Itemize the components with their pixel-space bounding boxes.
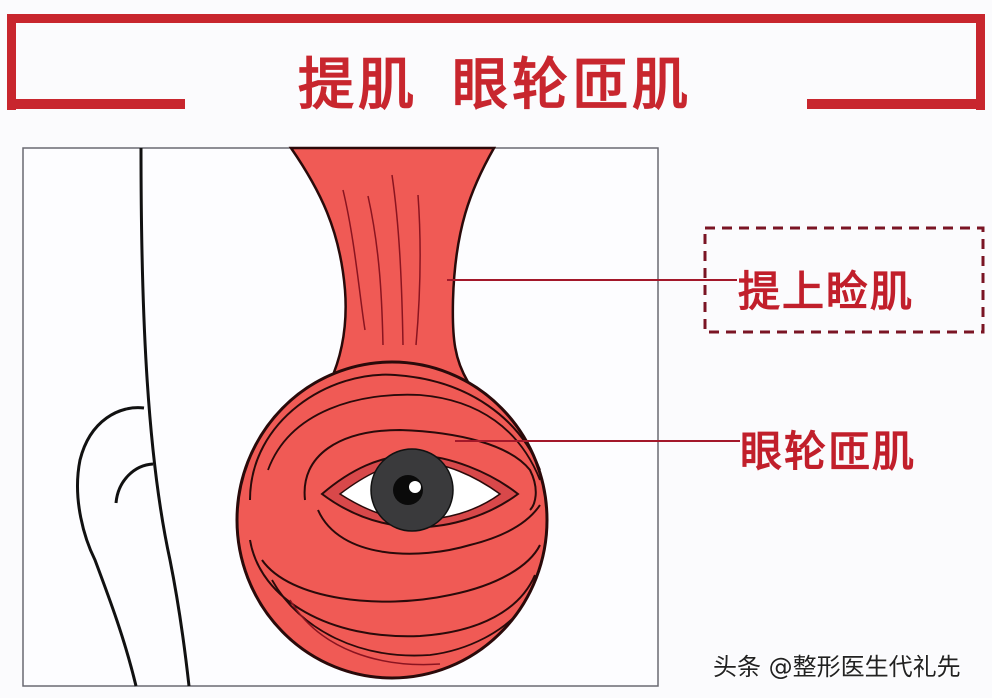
eye xyxy=(320,448,520,532)
title-part-orbicularis: 眼轮匝肌 xyxy=(452,51,692,118)
levator-muscle xyxy=(288,146,497,384)
levator-label-box xyxy=(703,226,985,334)
title-part-levator: 提肌 xyxy=(298,51,418,118)
eye-highlight xyxy=(409,481,421,493)
ear-outline xyxy=(76,406,154,687)
face-contour xyxy=(139,147,191,687)
levator-label: 提上睑肌 xyxy=(738,267,915,316)
orbicularis-label: 眼轮匝肌 xyxy=(740,427,917,476)
title-frame xyxy=(7,14,985,110)
watermark: 头条 @整形医生代礼先 xyxy=(713,653,961,681)
page-title: 提肌 眼轮匝肌 xyxy=(200,40,790,120)
